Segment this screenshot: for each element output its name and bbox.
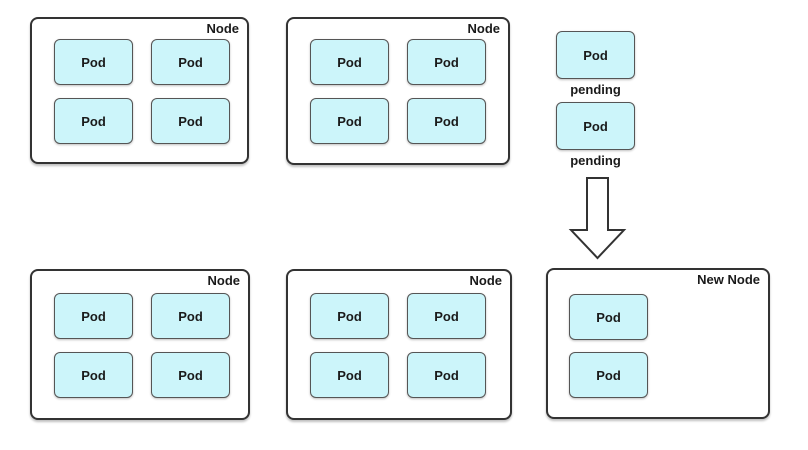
pod-box: Pod [151, 98, 230, 144]
pod-box: Pod [569, 294, 648, 340]
node-box: Node Pod Pod Pod Pod [286, 17, 510, 165]
pod-box: Pod [569, 352, 648, 398]
pod-grid: Pod Pod Pod Pod [310, 39, 486, 144]
pod-grid: Pod Pod Pod Pod [54, 39, 230, 144]
pod-box: Pod [54, 293, 133, 339]
pod-box: Pod [310, 98, 389, 144]
pod-box: Pod [310, 293, 389, 339]
node-box: Node Pod Pod Pod Pod [30, 269, 250, 420]
node-label: Node [206, 21, 240, 36]
pod-box: Pod [54, 39, 133, 85]
pending-pod-box: Pod [556, 102, 635, 150]
pod-grid: Pod Pod Pod Pod [54, 293, 230, 398]
node-label: Node [207, 273, 241, 288]
pending-pods-stack: Pod pending Pod pending [556, 31, 635, 173]
node-box: Node Pod Pod Pod Pod [30, 17, 249, 164]
node-label: Node [469, 273, 503, 288]
pod-box: Pod [407, 352, 486, 398]
node-label: Node [467, 21, 501, 36]
pod-box: Pod [407, 293, 486, 339]
new-node-box: New Node Pod Pod [546, 268, 770, 419]
pod-box: Pod [407, 98, 486, 144]
pending-status-label: pending [570, 153, 621, 168]
pod-box: Pod [151, 352, 230, 398]
node-label: New Node [697, 272, 760, 287]
down-arrow-icon [564, 176, 628, 260]
pending-status-label: pending [570, 82, 621, 97]
pod-box: Pod [310, 352, 389, 398]
pod-box: Pod [54, 98, 133, 144]
pending-pod-box: Pod [556, 31, 635, 79]
pod-box: Pod [310, 39, 389, 85]
pod-box: Pod [54, 352, 133, 398]
pod-box: Pod [151, 39, 230, 85]
pod-box: Pod [407, 39, 486, 85]
pod-grid: Pod Pod [569, 294, 648, 398]
node-box: Node Pod Pod Pod Pod [286, 269, 512, 420]
pod-grid: Pod Pod Pod Pod [310, 293, 486, 398]
pod-box: Pod [151, 293, 230, 339]
